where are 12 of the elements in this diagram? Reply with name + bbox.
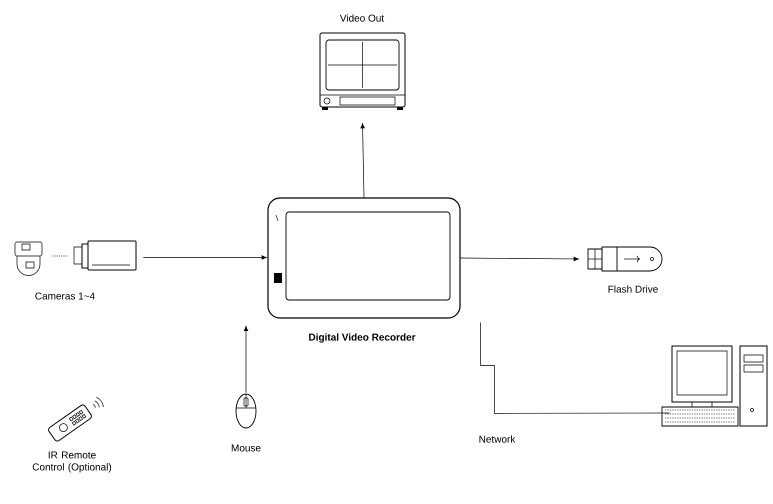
computer-drawing <box>662 346 768 426</box>
device-label: Mouse <box>232 444 261 452</box>
connector-arrow <box>460 256 579 262</box>
connector-arrow <box>143 255 267 260</box>
device-label: IR Remote Control (Optional) <box>32 452 112 472</box>
connector-arrow <box>244 326 248 393</box>
device-label: Cameras 1~4 <box>35 292 95 300</box>
connector-arrow <box>360 123 365 198</box>
network-label: Network <box>479 435 516 443</box>
device-label: Flash Drive <box>608 285 658 293</box>
device-label: Digital Video Recorder <box>309 333 416 343</box>
device-label: Video Out <box>340 14 384 22</box>
